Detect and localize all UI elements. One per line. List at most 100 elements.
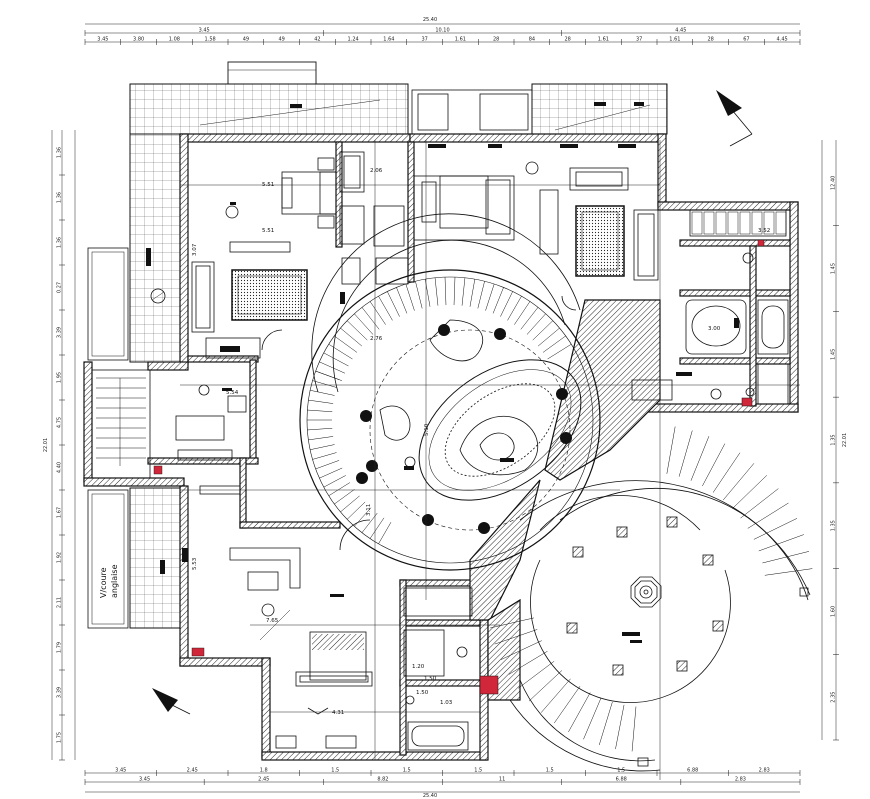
living-room <box>160 485 344 657</box>
room-dim-label: 7.65 <box>266 618 279 624</box>
tower-post <box>572 546 584 558</box>
bottom-dim-label: 1.5 <box>617 768 625 774</box>
left-dim-label: 1.36 <box>57 147 63 158</box>
spiral-stair <box>490 426 813 772</box>
bottom-dim-label: 1.5 <box>331 768 339 774</box>
left-dim-label: 0.27 <box>57 282 63 293</box>
right-dim-label: 1.45 <box>831 263 837 274</box>
bottom-dim-label: 6.88 <box>616 777 627 783</box>
stair-tread <box>520 307 539 330</box>
bottom-total-dim: 25.40 <box>423 793 437 799</box>
stair-tread <box>378 522 392 544</box>
spiral-tread <box>540 678 571 713</box>
right-total-dim: 22.01 <box>842 433 848 447</box>
left-dim-label: 1.79 <box>57 642 63 653</box>
spiral-tread <box>732 475 768 509</box>
stair-tread <box>405 283 415 311</box>
top-dim-label: 37 <box>421 37 427 43</box>
right-dim-label: 12.40 <box>831 176 837 190</box>
spiral-tread <box>758 534 804 552</box>
spiral-tread <box>598 701 613 746</box>
stair-tread <box>469 279 476 307</box>
stair-tread <box>396 287 408 314</box>
top-dim-label: 1.61 <box>598 37 609 43</box>
room-dim-label: 5.54 <box>226 390 239 396</box>
stair-tread <box>310 390 335 396</box>
room-dim-label: 5.53 <box>192 557 198 570</box>
spiral-tread <box>678 430 693 477</box>
room-dim-label: 3.52 <box>758 228 770 234</box>
courtyard: V/coure anglaise <box>87 247 129 629</box>
spiral-tread <box>631 706 637 752</box>
courtyard-label-2: anglaise <box>110 564 119 598</box>
spiral-tread <box>554 686 581 724</box>
top-dim-label: 3.80 <box>133 37 144 43</box>
room-dim-label: 3.00 <box>708 326 721 332</box>
stair-tread <box>537 327 560 347</box>
column <box>494 328 506 340</box>
room-dim-label: 4.31 <box>332 710 344 716</box>
stair-tread <box>514 301 531 325</box>
stair-tread <box>369 517 385 539</box>
spiral-tread <box>690 436 710 481</box>
locker-cell <box>751 211 763 235</box>
central-hall <box>180 140 800 780</box>
stair-tread <box>312 380 337 388</box>
tower-post <box>676 660 688 672</box>
stair-tread <box>453 277 456 306</box>
left-dim-label: 1.67 <box>57 507 63 518</box>
locker-cell <box>739 211 751 235</box>
room-dim-label: 1.03 <box>440 700 453 706</box>
spiral-tread <box>528 670 563 702</box>
tower-post <box>566 622 578 634</box>
bottom-dim-label: 2.45 <box>258 777 269 783</box>
stair-tread <box>315 370 340 380</box>
locker-cell <box>727 211 739 235</box>
spiral-tread <box>762 551 810 564</box>
spiral-tread <box>702 443 726 487</box>
stair-tread <box>369 301 386 325</box>
stair-tread <box>312 452 337 460</box>
room-dim-label: 3.11 <box>366 504 372 516</box>
spiral-tread <box>615 704 625 750</box>
stair-tread <box>415 281 423 309</box>
spiral-tread <box>666 426 676 474</box>
column <box>438 324 450 336</box>
column <box>422 514 434 526</box>
left-dim-label: 3.39 <box>57 327 63 338</box>
right-dim-label: 1.60 <box>831 606 837 617</box>
stair-tread <box>328 482 351 496</box>
column <box>356 472 368 484</box>
spiral-tread <box>500 640 542 660</box>
left-dim-label: 3.39 <box>57 687 63 698</box>
stair-tread <box>346 501 366 520</box>
top-dim-label: 49 <box>278 37 284 43</box>
left-dim-label: 1.92 <box>57 552 63 563</box>
bottom-dim-label: 2.83 <box>735 777 746 783</box>
stair-tread <box>532 320 554 341</box>
column <box>366 460 378 472</box>
top-dim-label: 1.58 <box>205 37 216 43</box>
stair-tread <box>334 489 355 505</box>
left-dim-label: 1.75 <box>57 732 63 743</box>
top-dim-label: 49 <box>243 37 249 43</box>
left-dimensions: 1.753.391.792.111.921.674.404.751.953.39… <box>43 130 76 761</box>
north-arrow-icon <box>716 90 753 147</box>
stair-tread <box>340 495 360 513</box>
tower-post <box>612 664 624 676</box>
stair-tread <box>323 475 346 488</box>
bottom-dim-label: 2.83 <box>759 768 770 774</box>
stair-tread <box>492 287 504 314</box>
stair-tread <box>434 277 439 306</box>
stair-tread <box>477 281 485 309</box>
column <box>556 388 568 400</box>
right-dim-label: 1.45 <box>831 349 837 360</box>
bottom-dim-label: 6.88 <box>687 768 698 774</box>
north-arrow-icon-2 <box>152 688 191 715</box>
bottom-dim-label: 1.5 <box>546 768 554 774</box>
bottom-dim-label: 1.5 <box>474 768 482 774</box>
top-dim-label: 4.45 <box>675 28 686 34</box>
left-dim-label: 1.36 <box>57 192 63 203</box>
room-dim-label: 5.51 <box>262 228 274 234</box>
stair-tread <box>319 361 346 374</box>
